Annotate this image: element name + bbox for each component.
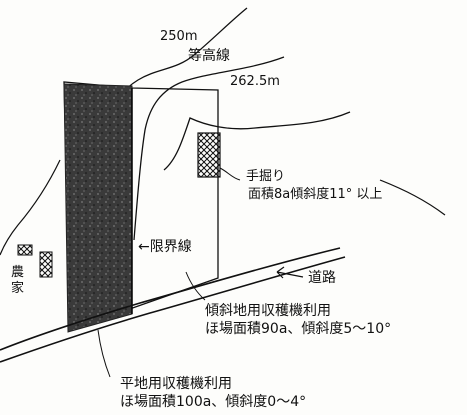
boundary-line-label: ←限界線: [138, 239, 192, 255]
slope-field-plot: [63, 81, 219, 331]
contour-line-right-tail: [379, 179, 446, 216]
contour-line-far-left: [0, 159, 61, 256]
slope-field-line2: ほ場面積90a、傾斜度5～10°: [205, 321, 391, 337]
road-arrow: [276, 266, 304, 279]
flat-field-leader: [97, 329, 111, 378]
farmhouse-label-bottom: 家: [11, 280, 24, 296]
contour-elevation-262-label: 262.5m: [230, 74, 280, 89]
flat-field-line1: 平地用収穫機利用: [120, 376, 232, 392]
hand-dug-detail: 面積8a傾斜度11° 以上: [248, 186, 382, 202]
slope-field-line1: 傾斜地用収穫機利用: [205, 303, 331, 319]
contour-elevation-250-label: 250m: [160, 29, 197, 44]
slope-field-leader: [185, 271, 206, 301]
road-lower-edge: [0, 256, 346, 363]
road-upper-edge: [0, 247, 341, 351]
flat-field-plot: [63, 83, 133, 333]
farmhouse-building-small: [17, 244, 33, 256]
contour-line-term-label: 等高線: [188, 47, 230, 64]
contour-line-upper: [133, 56, 285, 241]
road-label: 道路: [308, 270, 336, 286]
contour-line-lower: [163, 111, 351, 171]
hand-dug-title: 手掘り: [246, 169, 285, 184]
farmhouse-building-large: [39, 251, 53, 278]
farmhouse-label-top: 農: [11, 265, 24, 280]
hand-dug-leader: [219, 167, 241, 181]
flat-field-line2: ほ場面積100a、傾斜度0～4°: [120, 394, 306, 410]
hand-dug-area: [197, 132, 221, 178]
